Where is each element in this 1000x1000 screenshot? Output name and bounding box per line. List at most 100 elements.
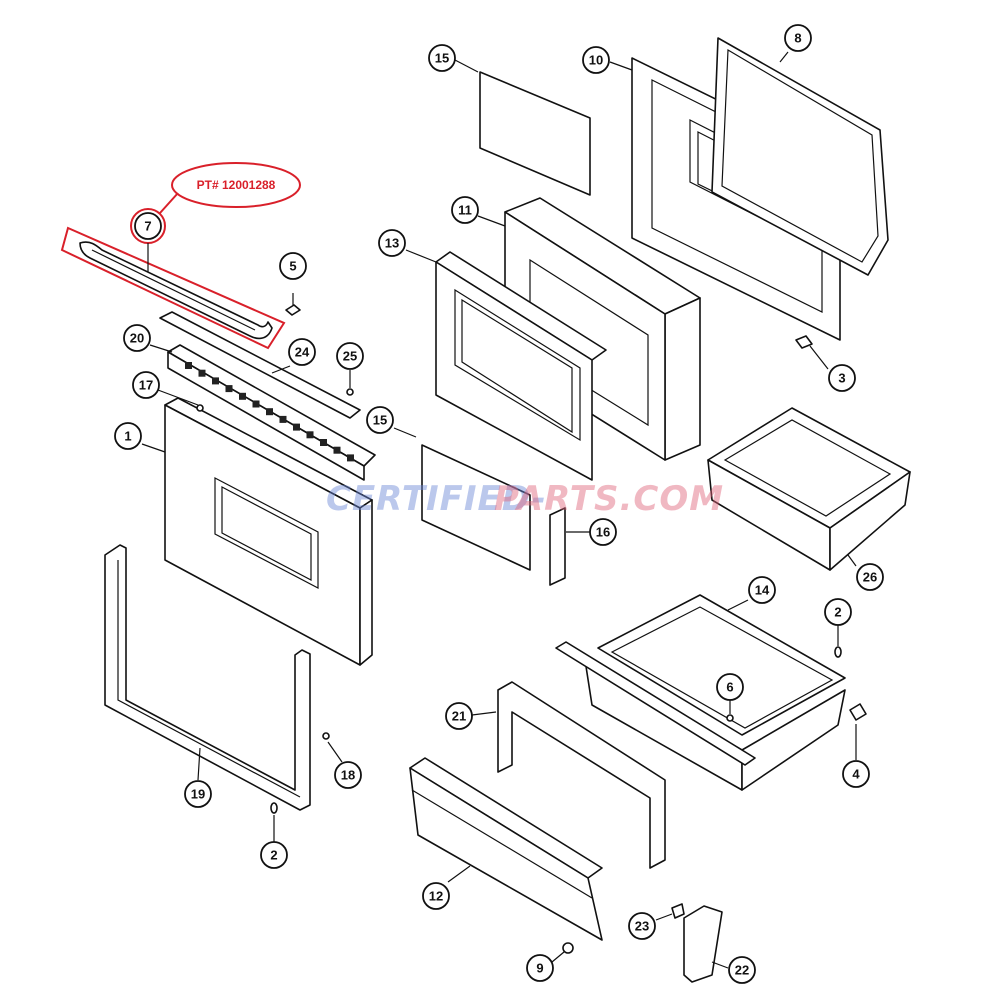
svg-text:5: 5 <box>289 259 296 274</box>
callout-19[interactable]: 19 <box>184 780 212 808</box>
part-15-top-glass[interactable] <box>479 71 591 196</box>
part-15-lower-glass[interactable] <box>421 444 531 571</box>
part-6-screw[interactable] <box>726 714 734 722</box>
watermark-left: CERTIFIED- <box>326 479 547 519</box>
svg-text:4: 4 <box>852 767 860 782</box>
svg-text:22: 22 <box>735 963 749 978</box>
callout-17[interactable]: 17 <box>132 371 160 399</box>
control-knob-slot <box>279 415 287 423</box>
callout-25[interactable]: 25 <box>336 342 364 370</box>
part-22-side-trim[interactable] <box>683 905 723 983</box>
part-number-label: PT# 12001288 <box>197 178 276 192</box>
part-2-screw-right[interactable] <box>834 646 842 658</box>
callout-1[interactable]: 1 <box>114 422 142 450</box>
svg-text:26: 26 <box>863 570 877 585</box>
part-25-screw[interactable] <box>346 388 354 396</box>
highlight-leader <box>159 192 179 214</box>
part-16-hinge[interactable] <box>549 507 566 586</box>
callout-2-right[interactable]: 2 <box>824 598 852 626</box>
control-knob-slot <box>333 446 341 454</box>
callout-2-lower[interactable]: 2 <box>260 841 288 869</box>
part-7-handle[interactable] <box>79 241 273 340</box>
highlight-box-part-7 <box>60 226 286 350</box>
svg-text:9: 9 <box>536 961 543 976</box>
callout-13[interactable]: 13 <box>378 229 406 257</box>
svg-text:2: 2 <box>834 605 841 620</box>
control-knob-slot <box>225 385 233 393</box>
part-23-clip[interactable] <box>671 903 685 919</box>
svg-text:17: 17 <box>139 378 153 393</box>
callout-18[interactable]: 18 <box>334 761 362 789</box>
svg-text:25: 25 <box>343 349 357 364</box>
svg-text:7: 7 <box>144 219 151 234</box>
callout-22[interactable]: 22 <box>728 956 756 984</box>
callout-5[interactable]: 5 <box>279 252 307 280</box>
callout-8[interactable]: 8 <box>784 24 812 52</box>
svg-text:18: 18 <box>341 768 355 783</box>
part-number-ellipse <box>171 162 301 208</box>
part-8-door-gasket[interactable] <box>711 37 889 276</box>
callout-4[interactable]: 4 <box>842 760 870 788</box>
svg-text:6: 6 <box>726 680 733 695</box>
svg-text:16: 16 <box>596 525 610 540</box>
callout-14[interactable]: 14 <box>748 576 776 604</box>
svg-text:11: 11 <box>458 203 472 218</box>
part-14-drawer[interactable] <box>555 594 846 791</box>
callout-15-top[interactable]: 15 <box>428 44 456 72</box>
svg-text:24: 24 <box>295 345 310 360</box>
svg-text:3: 3 <box>838 371 845 386</box>
control-knob-slot <box>252 400 260 408</box>
control-knob-slot <box>293 423 300 431</box>
part-26-broiler-pan[interactable] <box>707 407 911 571</box>
callout-6[interactable]: 6 <box>716 673 744 701</box>
callout-11[interactable]: 11 <box>451 196 479 224</box>
callout-15-lower[interactable]: 15 <box>366 406 394 434</box>
callout-3[interactable]: 3 <box>828 364 856 392</box>
leader-lines <box>141 51 857 969</box>
part-13-inner-door[interactable] <box>435 251 607 481</box>
control-knob-slot <box>306 431 314 439</box>
svg-text:15: 15 <box>435 51 449 66</box>
callout-12[interactable]: 12 <box>422 882 450 910</box>
callout-24[interactable]: 24 <box>288 338 316 366</box>
callout-16[interactable]: 16 <box>589 518 617 546</box>
control-knob-slot <box>347 454 354 462</box>
callout-21[interactable]: 21 <box>445 702 473 730</box>
control-knob-slot <box>198 369 206 377</box>
part-21-drawer-bracket[interactable] <box>497 681 666 869</box>
part-4-stop[interactable] <box>849 703 867 721</box>
watermark-right: PARTS.COM <box>494 479 724 519</box>
callout-7[interactable]: 7 <box>134 212 162 240</box>
part-9-foot[interactable] <box>562 942 574 954</box>
svg-text:2: 2 <box>270 848 277 863</box>
svg-text:15: 15 <box>373 413 387 428</box>
part-19-frame[interactable] <box>104 544 311 811</box>
control-knob-slot <box>185 362 192 369</box>
part-2-screw-lower[interactable] <box>270 802 278 814</box>
part-20-control-panel[interactable] <box>167 344 376 481</box>
part-5-screw[interactable] <box>285 293 301 316</box>
part-24-trim-strip[interactable] <box>159 311 361 419</box>
svg-text:21: 21 <box>452 709 466 724</box>
svg-text:19: 19 <box>191 787 205 802</box>
callout-10[interactable]: 10 <box>582 46 610 74</box>
svg-text:1: 1 <box>124 429 131 444</box>
part-18-screw[interactable] <box>322 732 330 740</box>
callout-9[interactable]: 9 <box>526 954 554 982</box>
part-1-oven-door[interactable] <box>164 397 373 666</box>
svg-text:13: 13 <box>385 236 399 251</box>
svg-text:8: 8 <box>794 31 801 46</box>
callout-26[interactable]: 26 <box>856 563 884 591</box>
callout-23[interactable]: 23 <box>628 912 656 940</box>
control-knob-slot <box>320 439 327 446</box>
part-17-screw[interactable] <box>196 404 204 412</box>
svg-text:10: 10 <box>589 53 603 68</box>
svg-text:12: 12 <box>429 889 443 904</box>
part-3-clip[interactable] <box>795 335 813 349</box>
callout-20[interactable]: 20 <box>123 324 151 352</box>
svg-text:20: 20 <box>130 331 144 346</box>
part-12-drawer-panel[interactable] <box>409 757 603 941</box>
svg-text:23: 23 <box>635 919 649 934</box>
